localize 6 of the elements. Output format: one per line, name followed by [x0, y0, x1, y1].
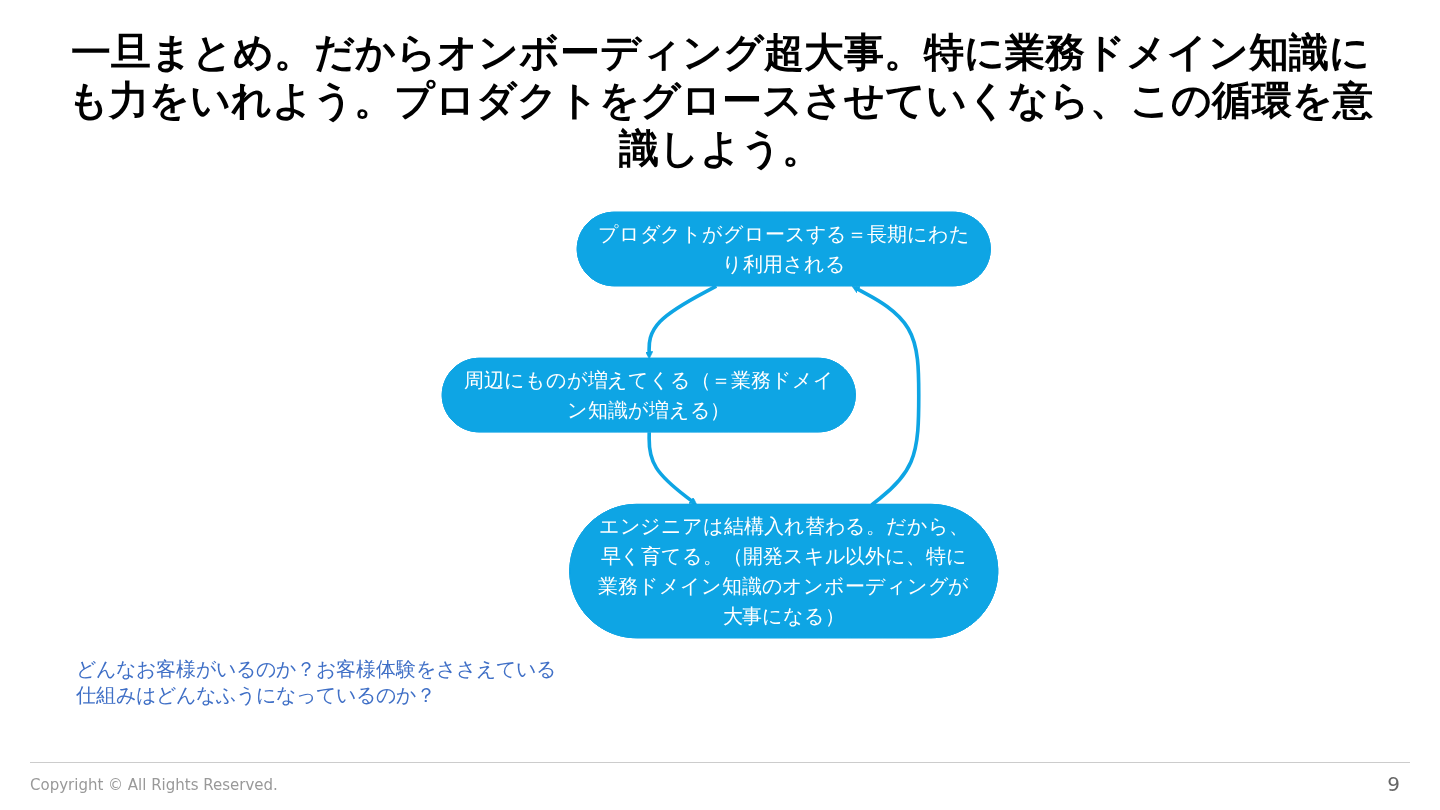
- copyright-text: Copyright © All Rights Reserved.: [30, 776, 278, 794]
- note-text: どんなお客様がいるのか？お客様体験をささえている仕組みはどんなふうになっているのか？: [76, 656, 557, 708]
- page-number: 9: [1387, 772, 1400, 796]
- slide-title: 一旦まとめ。だからオンボーディング超大事。特に業務ドメイン知識にも力をいれよう。プロダクトをグロースさせていくなら、この循環を意識しよう。: [66, 28, 1374, 172]
- arrow: [645, 284, 718, 360]
- arrow: [647, 432, 698, 506]
